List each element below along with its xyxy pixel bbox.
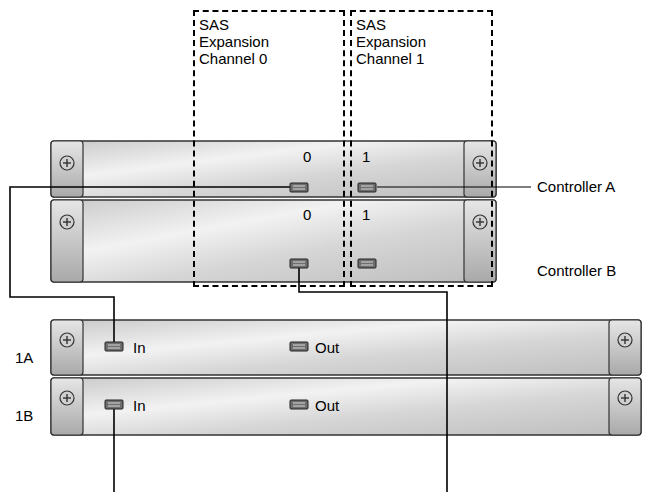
module-label: 1A <box>15 349 33 366</box>
panel-ear <box>51 378 83 435</box>
screw-symbol <box>60 391 74 405</box>
controller-panel <box>51 141 496 197</box>
sas-port <box>105 342 123 351</box>
sas-cable <box>51 186 290 188</box>
screw-symbol <box>618 333 632 347</box>
port-label: In <box>133 397 146 414</box>
expansion-panel <box>51 378 641 435</box>
sas-port <box>290 259 308 268</box>
expansion-panel <box>51 320 641 375</box>
sas-port <box>358 183 376 192</box>
port-label: Out <box>315 397 339 414</box>
screw-symbol <box>473 215 487 229</box>
module-label: 1B <box>15 407 33 424</box>
controller-module: 0 1Controller B <box>51 200 621 282</box>
port-label: In <box>133 339 146 356</box>
panel-ear <box>51 320 83 375</box>
port-number: 0 <box>303 206 311 223</box>
screw-symbol <box>60 156 74 170</box>
expansion-module: 1B In Out <box>12 378 641 435</box>
panel-ear <box>609 320 641 375</box>
screw-symbol <box>60 333 74 347</box>
panel-ear <box>609 378 641 435</box>
port-label: Out <box>315 339 339 356</box>
channel-region: SAS Expansion Channel 1 <box>350 10 493 287</box>
screw-symbol <box>60 215 74 229</box>
sas-port <box>358 259 376 268</box>
expansion-module: 1A In Out <box>12 320 641 375</box>
controller-label: Controller A <box>537 178 615 195</box>
sas-cable <box>113 409 115 492</box>
panel-ear <box>51 200 83 282</box>
sas-port <box>290 400 308 409</box>
sas-cable <box>299 268 447 492</box>
channel-label: SAS Expansion Channel 1 <box>356 16 436 67</box>
channel-label: SAS Expansion Channel 0 <box>199 16 279 67</box>
sas-port <box>290 342 308 351</box>
controller-module: 0 1Controller A <box>51 141 620 198</box>
controller-panel <box>51 200 496 282</box>
sas-cable <box>10 187 114 320</box>
screw-symbol <box>473 156 487 170</box>
leader-line <box>377 186 531 187</box>
panel-ear <box>51 141 83 197</box>
controller-label: Controller B <box>537 262 616 279</box>
port-number: 1 <box>362 148 370 165</box>
sas-port <box>290 183 308 192</box>
channel-region: SAS Expansion Channel 0 <box>193 10 345 287</box>
sas-cable <box>113 320 115 342</box>
screw-symbol <box>618 391 632 405</box>
sas-port <box>105 400 123 409</box>
port-number: 0 <box>303 148 311 165</box>
port-number: 1 <box>362 206 370 223</box>
